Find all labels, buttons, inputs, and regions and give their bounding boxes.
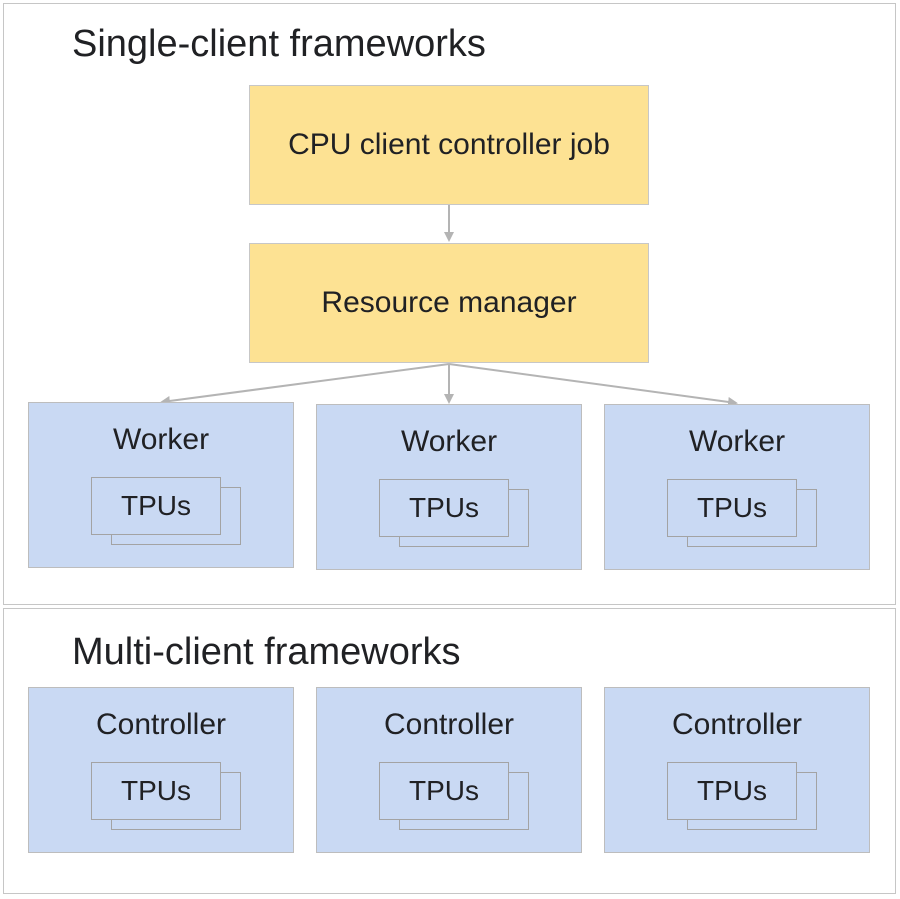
tpus-box: TPUs [379, 762, 509, 820]
controller-label: Controller [671, 708, 803, 741]
cpu-client-controller-job-box: CPU client controller job [249, 85, 649, 205]
tpus-box: TPUs [667, 479, 797, 537]
arrow-manager-to-worker-1 [160, 363, 450, 406]
controller-box: Controller TPUs [28, 687, 294, 853]
arrow-manager-to-worker-3 [448, 363, 738, 407]
worker-label: Worker [112, 423, 210, 456]
controller-label: Controller [95, 708, 227, 741]
worker-box: Worker TPUs [604, 404, 870, 570]
resource-manager-box: Resource manager [249, 243, 649, 363]
worker-box: Worker TPUs [316, 404, 582, 570]
tpus-box: TPUs [91, 762, 221, 820]
tpus-box: TPUs [667, 762, 797, 820]
tpus-box: TPUs [91, 477, 221, 535]
controller-box: Controller TPUs [316, 687, 582, 853]
worker-label: Worker [400, 425, 498, 458]
multi-client-title: Multi-client frameworks [72, 631, 461, 673]
single-client-title: Single-client frameworks [72, 23, 486, 65]
worker-label: Worker [688, 425, 786, 458]
worker-box: Worker TPUs [28, 402, 294, 568]
controller-label: Controller [383, 708, 515, 741]
controller-box: Controller TPUs [604, 687, 870, 853]
tpus-box: TPUs [379, 479, 509, 537]
